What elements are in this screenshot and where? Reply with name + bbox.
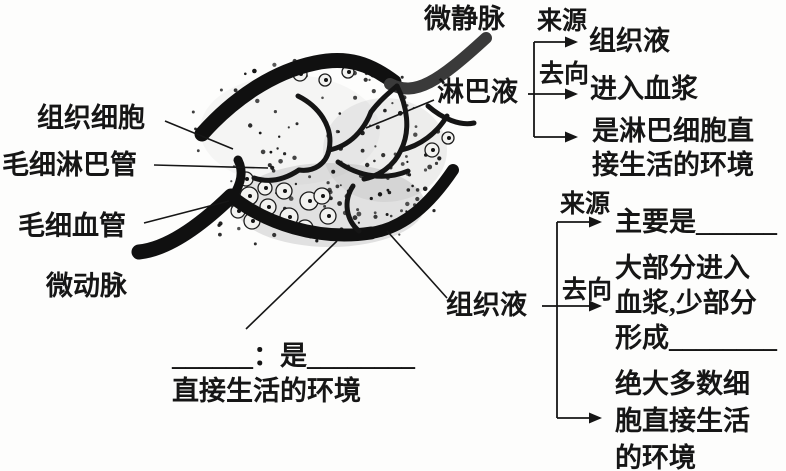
label-tissue-cell: 组织细胞 — [37, 103, 145, 133]
lymph-source-label: 来源 — [537, 8, 588, 35]
label-venule: 微静脉 — [424, 4, 505, 34]
bottom-note: ______：是________ 直接生活的环境 — [172, 341, 415, 406]
leader-tissue-cell — [164, 120, 234, 150]
label-arteriole: 微动脉 — [46, 271, 127, 301]
tissue-fluid-source-value: 主要是______ — [615, 207, 777, 237]
lymph-destination-value-1: 进入血浆 — [590, 74, 698, 104]
leader-lymphatic-capillary — [153, 164, 269, 169]
leader-tissue-fluid — [386, 230, 448, 299]
tissue-fluid-destination-label: 去向 — [562, 277, 613, 304]
lymph-title: 淋巴液 — [437, 77, 518, 107]
tissue-fluid-destination-value-2: 绝大多数细 胞直接生活 的环境 — [615, 369, 750, 471]
tissue-fluid-destination-value-1: 大部分进入 血浆,少部分 形成________ — [615, 253, 777, 353]
lymph-bracket — [528, 36, 578, 143]
tissue-fluid-bracket — [542, 216, 602, 424]
leader-lines — [143, 99, 448, 330]
venule-vessel-top — [194, 53, 402, 142]
capillary-lower-band — [224, 189, 378, 242]
lymph-source-value: 组织液 — [589, 26, 670, 56]
leader-blood-capillary — [143, 200, 230, 224]
capillary-fork-stub — [228, 155, 246, 202]
tissue-fluid-source-label: 来源 — [560, 191, 611, 218]
lymph-destination-value-2: 是淋巴细胞直 接生活的环境 — [592, 116, 754, 180]
capillary-right-band — [365, 164, 459, 239]
arteriole-vessel-left — [131, 188, 239, 260]
leader-bottom-note — [245, 240, 338, 330]
lymphatic-capillary-branches — [251, 83, 477, 234]
label-lymphatic-capillary: 毛细淋巴管 — [2, 150, 137, 180]
tissue-fluid-title: 组织液 — [446, 290, 527, 320]
label-blood-capillary: 毛细血管 — [18, 211, 126, 241]
leader-lymph — [365, 99, 435, 129]
lymph-destination-label: 去向 — [539, 61, 590, 88]
